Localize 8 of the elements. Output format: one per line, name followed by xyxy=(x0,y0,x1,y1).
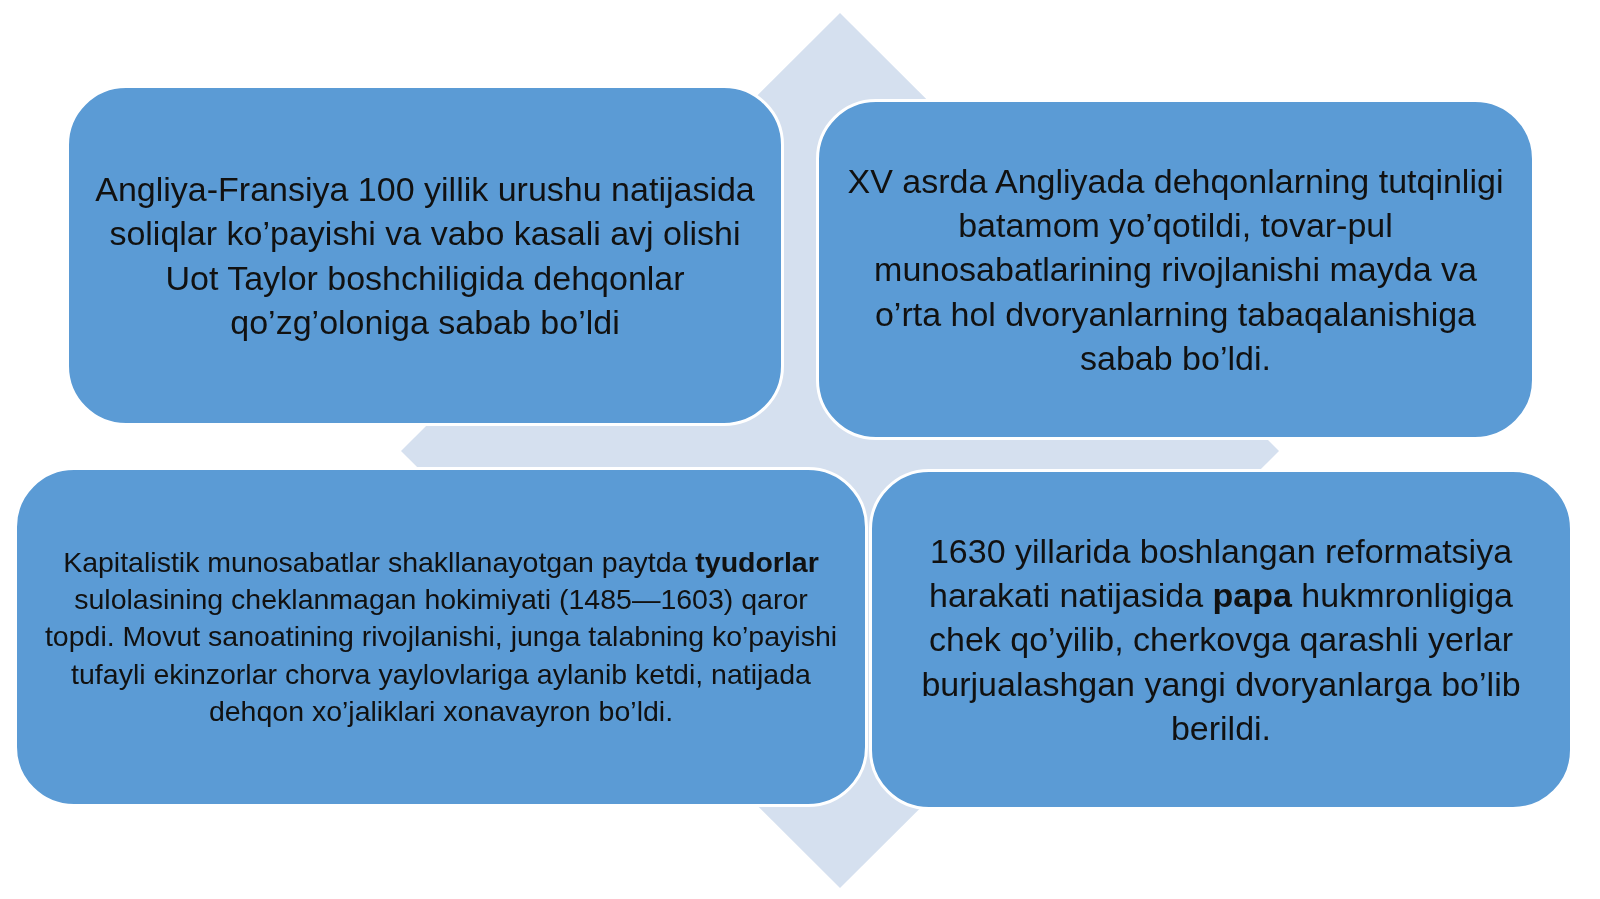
card-text: Angliya-Fransiya 100 yillik urushu natijasida soliqlar ko’payishi va vabo kasali avj olishi Uot Taylor boshchiligida dehqonlar qo’zg’oloniga sabab bo’ldi xyxy=(94,169,756,343)
text-card xyxy=(66,85,784,426)
card-text: 1630 yillarida boshlangan reformatsiya harakati natijasida papa hukmronligiga chek qo’yilib, cherkovga qarashli yerlar burjualashgan yangi dvoryanlarga bo’lib berildi. xyxy=(920,531,1522,749)
card-text: Kapitalistik munosabatlar shakllanayotgan paytda tyudorlar sulolasining cheklanmagan hokimiyati (1485—1603) qaror topdi. Movut sanoatining rivojlanishi, junga talabning ko’payishi tufayli ekinzorlar chorva yaylovlariga aylanib ketdi, natijada dehqon xo’jaliklari xonavayron bo’ldi. xyxy=(43,545,839,729)
card-text: XV asrda Angliyada dehqonlarning tutqinligi batamom yo’qotildi, tovar-pul munosabatlarining rivojlanishi mayda va o’rta hol dvoryanlarning tabaqalanishiga sabab bo’ldi. xyxy=(846,161,1505,379)
text-card xyxy=(14,467,868,807)
text-card xyxy=(869,469,1573,810)
text-card xyxy=(816,99,1535,440)
